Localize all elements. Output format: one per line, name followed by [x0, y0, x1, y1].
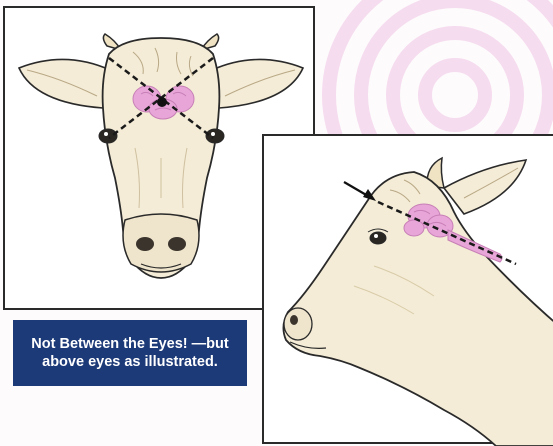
caption-line-1: Not Between the Eyes! —but [31, 335, 228, 353]
caption-box: Not Between the Eyes! —but above eyes as… [13, 320, 247, 386]
side-view-panel [262, 134, 553, 444]
side-cow-head-illustration [264, 136, 553, 446]
target-point [157, 97, 167, 107]
arrow-icon [344, 182, 376, 201]
caption-line-2: above eyes as illustrated. [42, 353, 218, 371]
